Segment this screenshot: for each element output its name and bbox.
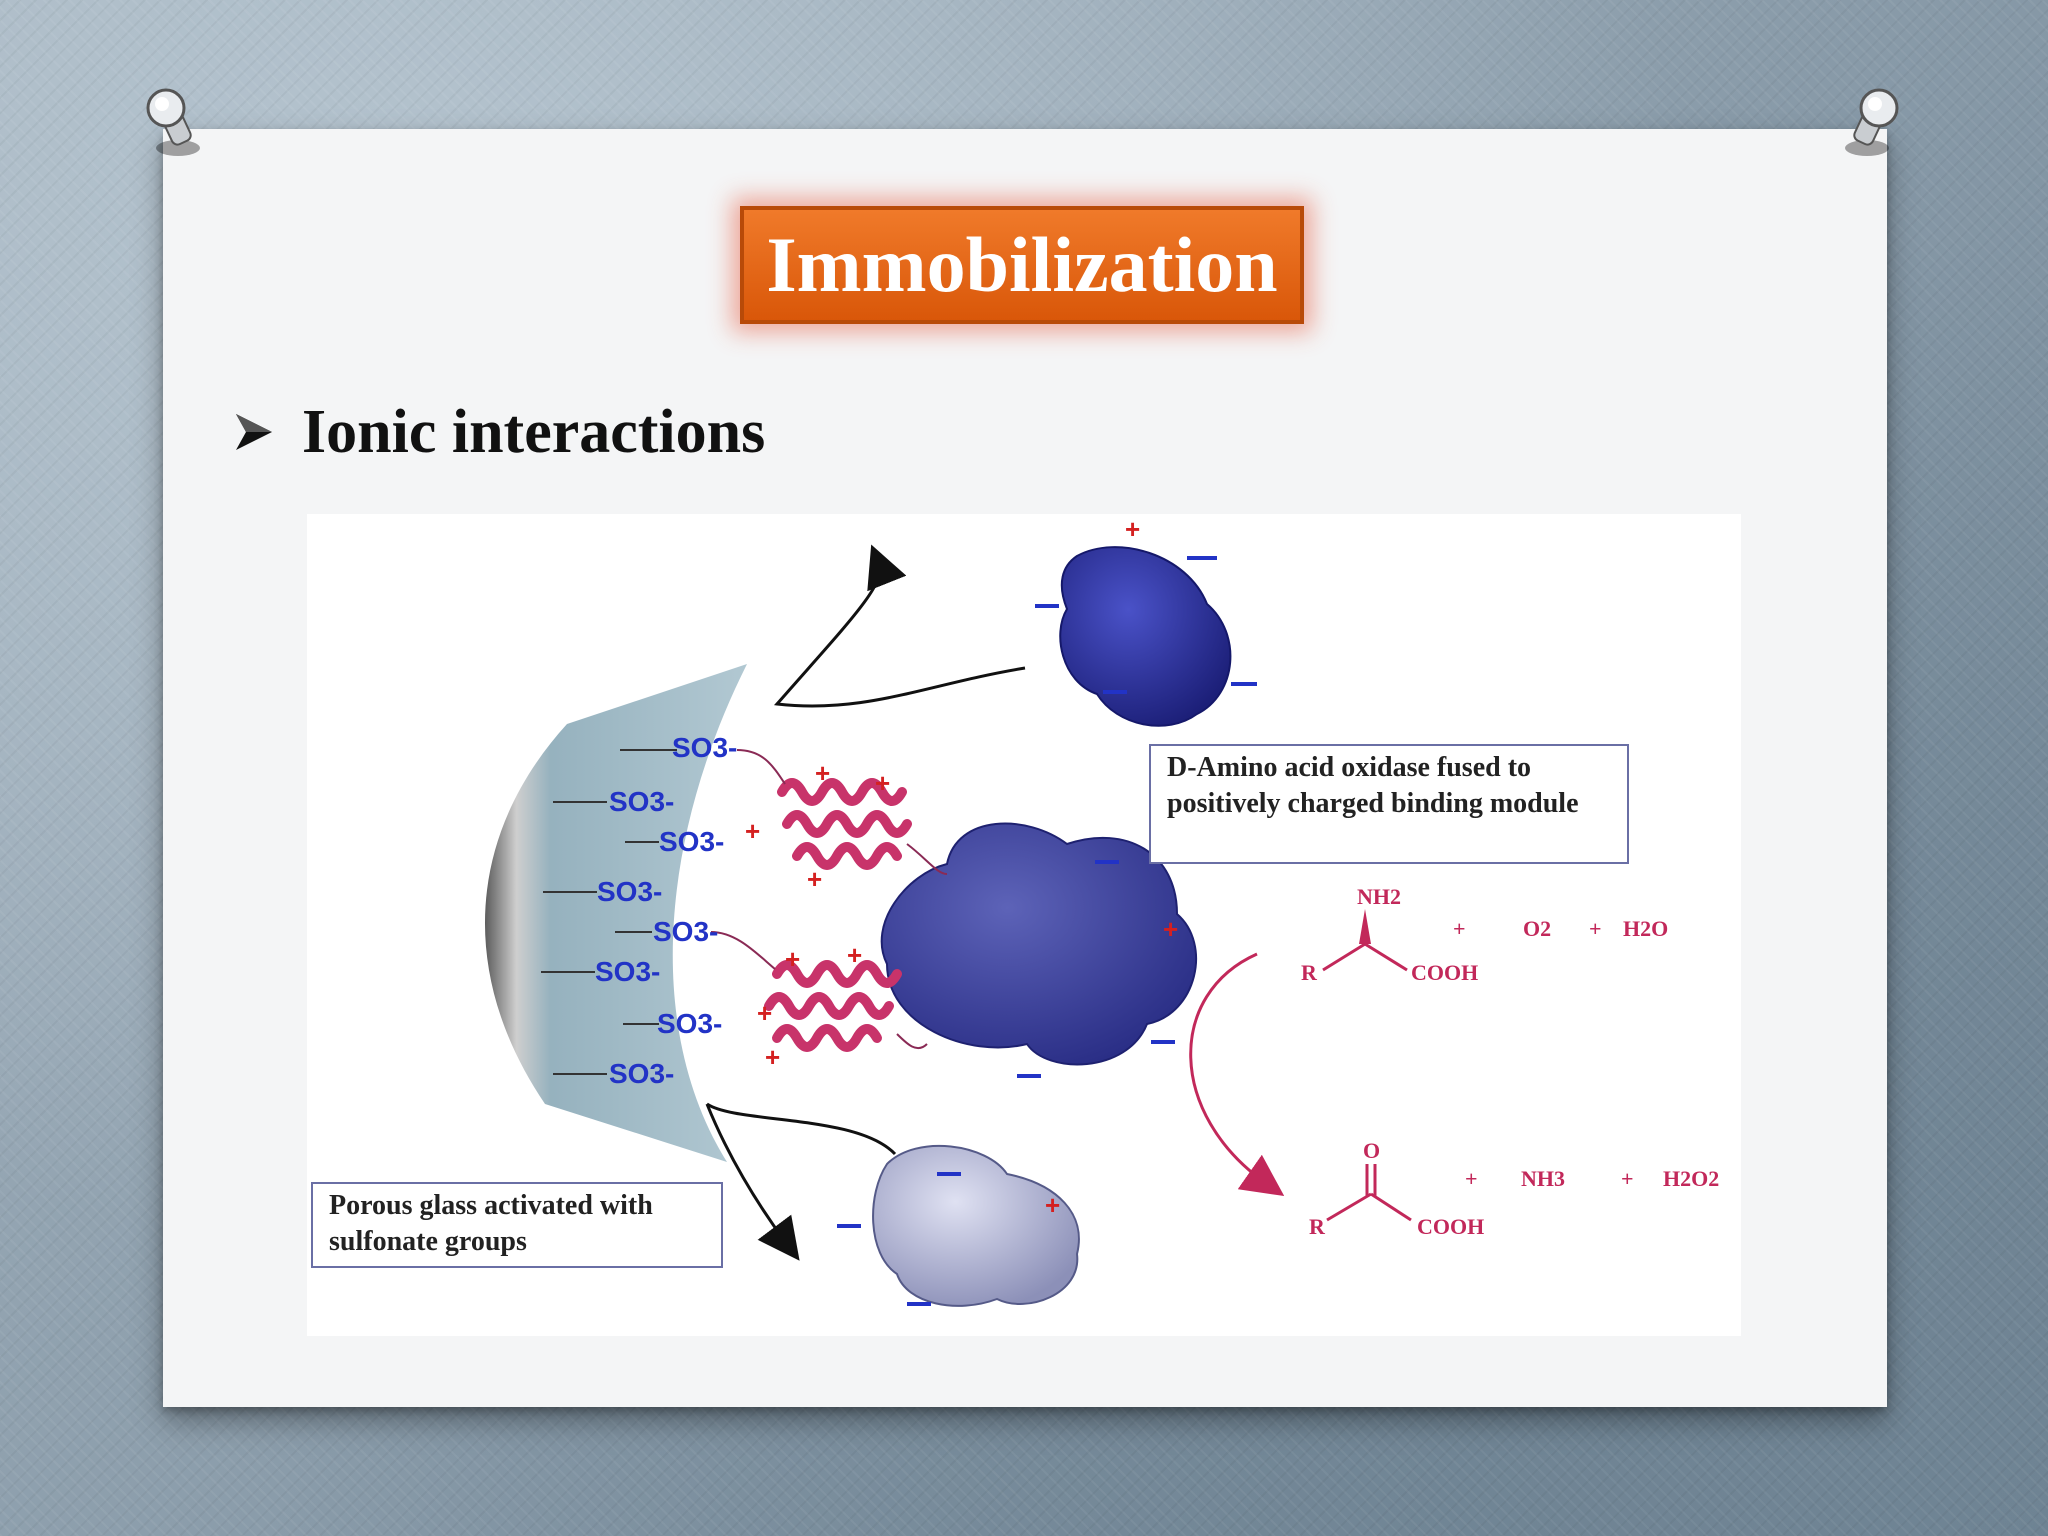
- arrow-bullet-icon: [236, 414, 272, 450]
- positive-charges: + + + + + + + + + + +: [745, 514, 1178, 1220]
- svg-text:+: +: [875, 768, 890, 798]
- sulfonate-label: SO3-: [609, 1058, 675, 1089]
- svg-text:+: +: [745, 816, 760, 846]
- ionic-interaction-diagram: + + + + + + + + + + +: [307, 514, 1741, 1336]
- helix-upper: [777, 778, 912, 870]
- product-structure: [1326, 1164, 1412, 1222]
- bullet-label: Ionic interactions: [302, 397, 766, 466]
- sulfonate-label: SO3-: [672, 732, 738, 763]
- porous-glass-support: [484, 664, 747, 1162]
- sulfonate-label: SO3-: [609, 786, 675, 817]
- sulfonate-label: SO3-: [657, 1008, 723, 1039]
- product-h2o2: H2O2: [1663, 1166, 1720, 1191]
- page-title: Immobilization: [766, 221, 1278, 308]
- product-nh3: NH3: [1521, 1166, 1565, 1191]
- reactant-o2: O2: [1523, 916, 1552, 941]
- svg-text:+: +: [815, 758, 830, 788]
- product-r: R: [1309, 1214, 1325, 1239]
- product-plus: +: [1465, 1166, 1478, 1191]
- reactant-plus: +: [1453, 916, 1466, 941]
- sulfonate-label: SO3-: [595, 956, 661, 987]
- free-protein-bottom: [872, 1144, 1080, 1307]
- bullet-item: Ionic interactions: [230, 392, 765, 472]
- svg-text:+: +: [785, 944, 800, 974]
- enzyme-label: D-Amino acid oxidase fused to positively…: [1167, 752, 1579, 819]
- substrate-amine: NH2: [1357, 884, 1401, 909]
- free-protein-top: [1059, 546, 1232, 727]
- svg-text:+: +: [1163, 914, 1178, 944]
- svg-text:+: +: [847, 940, 862, 970]
- diagram-graphics: + + + + + + + + + + +: [484, 514, 1412, 1307]
- svg-text:+: +: [765, 1042, 780, 1072]
- release-arrow-bottom: [706, 1102, 897, 1156]
- reactant-h2o: H2O: [1623, 916, 1669, 941]
- substrate-r: R: [1301, 960, 1317, 985]
- product-ketone-o: O: [1363, 1138, 1381, 1163]
- sulfonate-label: SO3-: [659, 826, 725, 857]
- svg-text:+: +: [1045, 1190, 1060, 1220]
- reactant-plus: +: [1589, 916, 1602, 941]
- sulfonate-linkers: [541, 749, 677, 1075]
- substrate-structure: [1322, 909, 1408, 972]
- release-arrow-top: [773, 544, 1026, 708]
- pushpin-right-icon: [1845, 88, 1899, 156]
- reaction-arrow: [1189, 952, 1285, 1197]
- sulfonate-label: SO3-: [653, 916, 719, 947]
- svg-text:+: +: [1125, 514, 1140, 544]
- linker-loops: [710, 749, 948, 1050]
- svg-text:+: +: [807, 864, 822, 894]
- sulfonate-label: SO3-: [597, 876, 663, 907]
- pushpin-left-icon: [146, 88, 200, 156]
- negative-charges: [837, 556, 1257, 1306]
- enzyme-label-box: D-Amino acid oxidase fused to positively…: [1149, 744, 1629, 864]
- glass-label-box: Porous glass activated with sulfonate gr…: [311, 1182, 723, 1268]
- svg-text:+: +: [757, 998, 772, 1028]
- product-plus: +: [1621, 1166, 1634, 1191]
- substrate-acid: COOH: [1411, 960, 1479, 985]
- title-banner: Immobilization: [740, 206, 1304, 324]
- helix-lower: [764, 960, 902, 1052]
- glass-label: Porous glass activated with sulfonate gr…: [329, 1190, 653, 1257]
- product-acid: COOH: [1417, 1214, 1485, 1239]
- bound-enzyme: [880, 822, 1198, 1066]
- attach-arrow-bottom: [705, 1103, 800, 1261]
